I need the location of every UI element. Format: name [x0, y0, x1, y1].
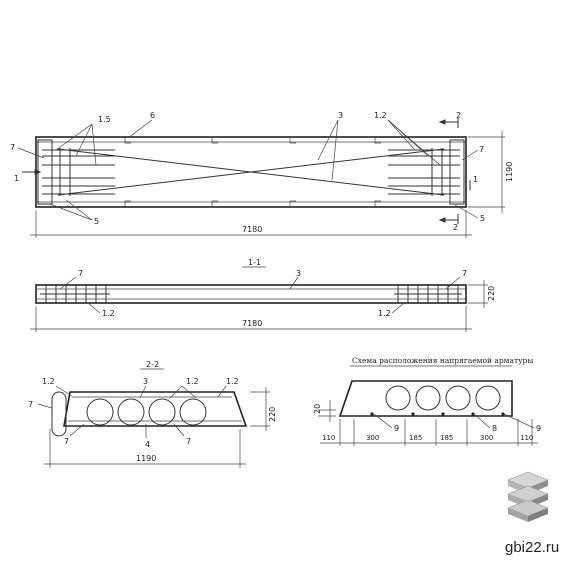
section-2-2-label-1-2-mid: 1.2: [186, 377, 199, 386]
watermark: gbi22.ru: [505, 471, 559, 556]
right-strand-group: [388, 148, 460, 196]
section-1-1-height-dimension: 220: [487, 286, 496, 301]
plan-length-dimension: 7180: [242, 225, 262, 234]
scheme-left-dimension: 20: [313, 404, 322, 414]
watermark-text: gbi22.ru: [505, 539, 559, 556]
stacked-slabs-icon: [507, 471, 549, 522]
scheme-label-8: 8: [492, 424, 497, 433]
label-3: 3: [338, 111, 343, 120]
section-1-1-end-mesh-right: [394, 285, 462, 303]
section-2-2-label-7-bottom: 7: [64, 437, 69, 446]
section-1-1: 1-1: [30, 258, 496, 332]
section-1-1-label-3: 3: [296, 269, 301, 278]
section-mark-2-bottom: 2: [453, 223, 458, 232]
section-1-1-label-1-2-right: 1.2: [378, 309, 391, 318]
plan-leader-lines: [17, 119, 479, 221]
void-circle-2: [117, 398, 145, 426]
section-1-1-title: 1-1: [248, 258, 261, 267]
plan-view: 1.5 6 3 1.2 7 7 1 1 5 5 2 2 7180 1190: [10, 111, 514, 238]
section-2-2-leaders: [37, 385, 270, 468]
scheme-dim-4: 185: [440, 434, 453, 442]
label-5-left: 5: [94, 217, 99, 226]
section-mark-1: 1: [14, 174, 19, 183]
scheme-dim-6: 110: [520, 434, 533, 442]
scheme-dim-3: 185: [409, 434, 422, 442]
section-arrows: [22, 118, 471, 224]
scheme-outline: [338, 380, 513, 417]
scheme-label-9-left: 9: [394, 424, 399, 433]
scheme-void-4: [475, 385, 501, 411]
label-5-right: 5: [480, 214, 485, 223]
section-2-2-label-3: 3: [143, 377, 148, 386]
section-2-2-label-1-2-left: 1.2: [42, 377, 55, 386]
section-2-2-label-7-left: 7: [28, 400, 33, 409]
scheme-dim-1: 110: [322, 434, 335, 442]
scheme-label-9-right: 9: [536, 424, 541, 433]
scheme-void-1: [385, 385, 411, 411]
diagonal-bar-b: [57, 148, 445, 196]
label-7-left: 7: [10, 143, 15, 152]
scheme-leaders: [318, 400, 538, 446]
label-7-right: 7: [479, 145, 484, 154]
lifting-loop-marks: [124, 137, 381, 207]
plan-width-dimension: 1190: [505, 162, 514, 182]
label-1-5: 1.5: [98, 115, 111, 124]
void-circle-4: [179, 398, 207, 426]
section-2-2-width-dimension: 1190: [136, 454, 156, 463]
scheme-title: Схема расположения напрягаемой арматуры: [352, 356, 533, 365]
section-2-2-label-4: 4: [145, 440, 150, 449]
section-2-2-label-7-right: 7: [186, 437, 191, 446]
section-mark-2-top: 2: [456, 111, 461, 120]
scheme-void-3: [445, 385, 471, 411]
label-1-2: 1.2: [374, 111, 387, 120]
section-1-1-end-mesh-left: [40, 285, 110, 303]
scheme-void-2: [415, 385, 441, 411]
section-1-1-label-7-left: 7: [78, 269, 83, 278]
scheme-dim-5: 300: [480, 434, 493, 442]
reinforcement-scheme: Схема расположения напрягаемой арматуры: [313, 356, 541, 446]
section-2-2: 2-2 1.2 3 1.2 1.2 7: [28, 360, 277, 468]
section-1-1-leaders: [30, 276, 488, 332]
lifting-loop: [51, 391, 67, 437]
section-1-1-outline: [35, 284, 467, 304]
section-2-2-height-dimension: 220: [268, 407, 277, 422]
left-strand-group: [42, 148, 115, 196]
scheme-dim-2: 300: [366, 434, 379, 442]
void-circle-1: [86, 398, 114, 426]
section-1-1-length-dimension: 7180: [242, 319, 262, 328]
plan-dimensions: [30, 131, 505, 238]
label-6: 6: [150, 111, 155, 120]
void-circle-3: [148, 398, 176, 426]
section-1-1-label-1-2-left: 1.2: [102, 309, 115, 318]
scheme-strands: [370, 412, 505, 416]
section-2-2-title: 2-2: [146, 360, 159, 369]
section-2-2-label-1-2-right: 1.2: [226, 377, 239, 386]
section-1-1-label-7-right: 7: [462, 269, 467, 278]
section-mark-1-right: 1: [473, 175, 478, 184]
